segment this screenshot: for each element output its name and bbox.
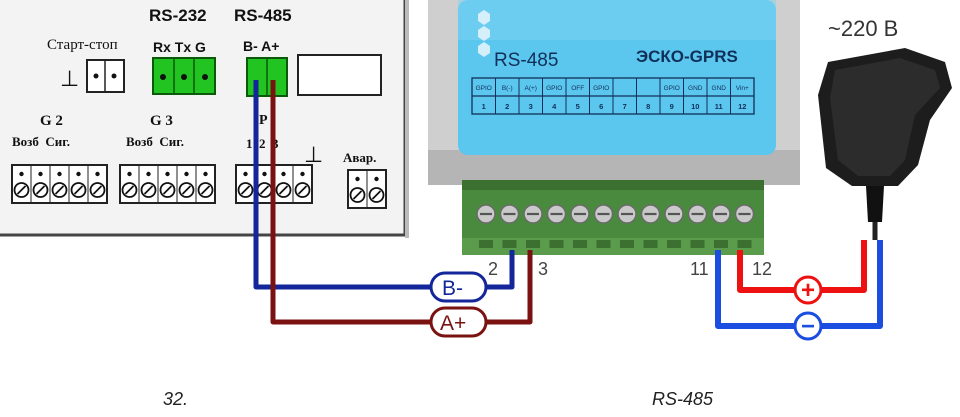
module-bus-label: RS-485	[494, 50, 558, 71]
a-plus-tag: A+	[429, 306, 488, 338]
terminal-11-label: 11	[690, 259, 709, 279]
rs485-title: RS-485	[234, 6, 292, 25]
a-plus-tag-text: A+	[440, 312, 466, 335]
pin-number-label: 9	[670, 102, 674, 111]
b-minus-tag-text: B-	[442, 277, 463, 300]
controller-panel: Старт-стоп RS-232 RS-485 Rx Tx G B- A+ ⊥	[0, 0, 409, 238]
rs232-terminal	[152, 57, 216, 95]
plus-sign-badge: +	[793, 275, 823, 305]
power-minus-wire	[715, 240, 883, 329]
pin-function-label: GND	[688, 85, 703, 92]
pin-number-label: 5	[576, 102, 580, 111]
pin-function-label: A(+)	[525, 85, 537, 92]
pin-number-label: 8	[646, 102, 650, 111]
gprs-module: RS-485 ЭСКО-GPRS GPIO 1 B(-) 2 A(+) 3 GPIO 4 OFF…	[428, 0, 800, 255]
module-name: ЭСКО-GPRS	[636, 47, 738, 66]
minus-sign-badge: −	[793, 311, 823, 341]
pin-number-label: 12	[738, 102, 746, 111]
hexagon-logo	[478, 10, 490, 57]
screw-terminal-blocks	[11, 164, 387, 209]
pin-function-label: Vin+	[736, 85, 749, 92]
display-window	[297, 54, 382, 96]
module-pin-table: GPIO 1 B(-) 2 A(+) 3 GPIO 4 OFF 5 GPIO 6 7 8 GPIO 9 GND 1…	[471, 77, 755, 115]
pin-number-label: 2	[505, 102, 509, 111]
start-stop-label: Старт-стоп	[47, 37, 118, 53]
caption-right: RS-485	[652, 389, 714, 409]
pin-number-label: 11	[715, 102, 723, 111]
plus-sign: +	[801, 277, 815, 304]
start-stop-terminal	[86, 59, 125, 93]
g2-title: G 2	[40, 113, 63, 129]
pin-function-label: GPIO	[476, 85, 492, 92]
wiring	[253, 80, 883, 329]
pin-number-label: 6	[599, 102, 603, 111]
caption-left: 32.	[163, 389, 189, 409]
power-adapter: ~220 В	[818, 16, 952, 240]
b-minus-tag: B-	[429, 271, 488, 303]
pin-function-label: GPIO	[593, 85, 609, 92]
ground-symbol: ⊥	[60, 66, 79, 91]
terminal-2-label: 2	[488, 259, 498, 279]
rs485-pins-label: B- A+	[243, 38, 279, 54]
pin-number-label: 3	[529, 102, 533, 111]
terminal-3-label: 3	[538, 259, 548, 279]
rs485-terminal	[246, 57, 288, 97]
relay-ground-symbol: ⊥	[304, 142, 323, 167]
relay-p-label: P	[259, 113, 268, 128]
rs232-pins-label: Rx Tx G	[153, 39, 206, 55]
g2-sub-label: Возб Сиг.	[12, 134, 70, 149]
power-plus-wire	[737, 240, 867, 293]
b-minus-wire	[253, 80, 515, 290]
alarm-label: Авар.	[343, 150, 376, 165]
pin-number-label: 7	[623, 102, 627, 111]
pin-number-label: 4	[552, 102, 557, 111]
terminal-12-label: 12	[752, 259, 772, 279]
adapter-voltage-label: ~220 В	[828, 16, 898, 41]
pin-function-label: OFF	[571, 85, 584, 92]
module-terminal-block	[462, 180, 764, 255]
minus-sign: −	[801, 313, 815, 340]
a-plus-wire	[270, 80, 533, 325]
g3-title: G 3	[150, 113, 173, 129]
rs232-title: RS-232	[149, 6, 207, 25]
pin-function-label: B(-)	[502, 85, 513, 92]
pin-number-label: 10	[691, 102, 699, 111]
g3-sub-label: Возб Сиг.	[126, 134, 184, 149]
pin-function-label: GPIO	[546, 85, 562, 92]
pin-function-label: GPIO	[664, 85, 680, 92]
pin-function-label: GND	[712, 85, 727, 92]
pin-number-label: 1	[482, 102, 486, 111]
